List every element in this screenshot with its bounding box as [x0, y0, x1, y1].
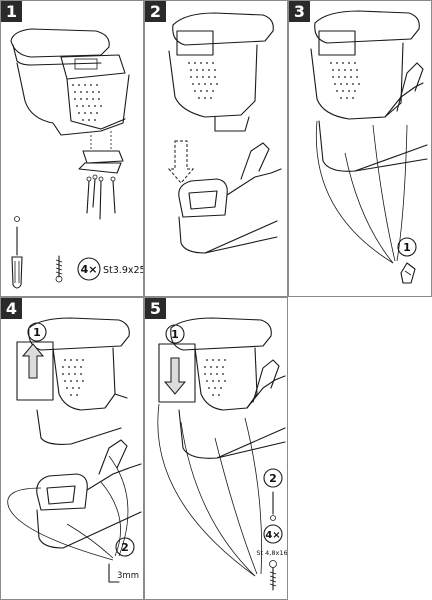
step-1-illustration: 4× St3.9x25	[10, 28, 144, 289]
step-5-illustration: 1 2 4× St 4,8x16	[157, 317, 287, 591]
step-4-callout-top: 1	[33, 326, 41, 339]
down-arrow-icon	[163, 357, 187, 395]
step-5-badge: 5	[145, 298, 166, 319]
quantity-circle	[77, 257, 101, 281]
step-4-panel: 4 1	[0, 297, 144, 600]
step-2-badge: 2	[145, 1, 166, 22]
step-4-callout-bottom: 2	[121, 541, 129, 554]
step-5-quantity: 4×	[265, 530, 280, 541]
step-3-callout-circle	[397, 237, 417, 257]
step-1-screw-spec: St3.9x25	[103, 265, 144, 276]
step-1-badge: 1	[1, 1, 22, 22]
step-1-quantity: 4×	[81, 263, 98, 276]
step-2-panel: 2	[144, 0, 288, 297]
empty-panel	[288, 297, 432, 600]
step-4-badge: 4	[1, 298, 22, 319]
hex-key-icon	[108, 563, 120, 583]
step-1-panel: 1	[0, 0, 144, 297]
perforated-panel	[204, 359, 226, 396]
step-5-callout-top-circle	[165, 324, 185, 344]
step-4-illustration: 1 2 3mm	[7, 317, 142, 583]
perforated-panel	[72, 84, 102, 121]
step-3-panel: 3 1	[288, 0, 432, 297]
step-3-callout: 1	[403, 241, 411, 254]
mounting-screws	[86, 174, 116, 220]
down-arrow-icon	[167, 140, 195, 184]
step-2-illustration	[167, 12, 282, 254]
step-5-callout-bottom-circle	[263, 468, 283, 488]
step-5-quantity-circle	[263, 524, 283, 544]
step-5-panel: 5 1	[144, 297, 288, 600]
perforated-panel	[62, 359, 84, 396]
screwdriver-icon	[11, 216, 23, 289]
step-3-illustration: 1	[310, 10, 428, 284]
perforated-panel	[330, 62, 360, 99]
step-3-badge: 3	[289, 1, 310, 22]
hex-key-size: 3mm	[117, 571, 139, 581]
step-5-callout-bottom: 2	[269, 472, 277, 485]
step-5-screw-spec: St 4,8x16	[256, 549, 287, 557]
clip-hand-icon	[400, 262, 416, 284]
up-arrow-icon	[21, 343, 45, 379]
bolt-icon	[270, 491, 276, 521]
step-5-callout-top: 1	[171, 328, 179, 341]
step-4-callout-bottom-circle	[115, 537, 135, 557]
screw-icon	[269, 560, 277, 591]
step-4-callout-top-circle	[27, 322, 47, 342]
perforated-panel	[188, 62, 218, 99]
screw-icon	[55, 255, 63, 283]
